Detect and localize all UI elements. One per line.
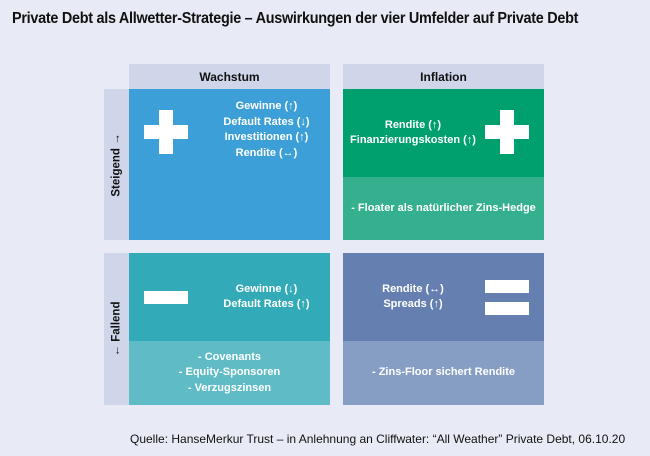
minus-icon: [144, 291, 188, 304]
note-line: - Covenants: [198, 350, 261, 363]
effect-line: Rendite (↔): [235, 146, 298, 159]
note-line: - Equity-Sponsoren: [178, 366, 281, 379]
row-header-steigend: Steigend →: [104, 89, 129, 240]
plus-icon: [144, 110, 188, 154]
row-label-steigend: Steigend →: [110, 132, 123, 197]
note-line: - Zins-Floor sichert Rendite: [371, 366, 515, 379]
equals-bar-top: [485, 280, 529, 293]
row-header-fallend: ← Fallend: [104, 253, 129, 405]
row-label-fallend: ← Fallend: [110, 301, 123, 357]
cell-text: Gewinne (↓) Default Rates (↑): [209, 281, 324, 313]
cell-text: Rendite (↑) Finanzierungskosten (↑): [348, 117, 478, 149]
equals-bar-bottom: [485, 302, 529, 315]
effect-line: Spreads (↑): [383, 298, 443, 310]
cell-inflation-steigend-notes: - Floater als natürlicher Zins-Hedge: [343, 177, 544, 240]
cell-wachstum-steigend: Gewinne (↑) Default Rates (↓) Investitio…: [129, 89, 330, 240]
page-title: Private Debt als Allwetter-Strategie – A…: [12, 10, 579, 27]
cell-text: Gewinne (↑) Default Rates (↓) Investitio…: [209, 99, 324, 161]
effect-line: Finanzierungskosten (↑): [350, 134, 476, 146]
cell-inflation-fallend-notes: - Zins-Floor sichert Rendite: [343, 341, 544, 405]
effect-line: Rendite (↑): [384, 118, 442, 131]
cell-inflation-fallend: Rendite (↔) Spreads (↑): [343, 253, 544, 341]
note-line: - Verzugszinsen: [187, 381, 272, 394]
effect-line: Gewinne (↑): [235, 100, 298, 112]
effect-line: Investitionen (↑): [224, 131, 309, 143]
plus-icon: [485, 110, 529, 154]
column-header-wachstum: Wachstum: [129, 64, 330, 89]
source-note: Quelle: HanseMerkur Trust – in Anlehnung…: [130, 432, 626, 446]
cell-inflation-steigend: Rendite (↑) Finanzierungskosten (↑): [343, 89, 544, 177]
effect-line: Default Rates (↓): [223, 115, 310, 128]
note-line: - Floater als natürlicher Zins-Hedge: [351, 201, 536, 214]
effect-line: Default Rates (↑): [223, 298, 310, 310]
cell-wachstum-fallend: Gewinne (↓) Default Rates (↑): [129, 253, 330, 341]
column-header-inflation: Inflation: [343, 64, 544, 89]
cell-text: Rendite (↔) Spreads (↑): [348, 281, 478, 313]
effect-line: Rendite (↔): [382, 282, 444, 295]
effect-line: Gewinne (↓): [235, 282, 298, 295]
cell-wachstum-fallend-notes: - Covenants - Equity-Sponsoren - Verzugs…: [129, 341, 330, 405]
